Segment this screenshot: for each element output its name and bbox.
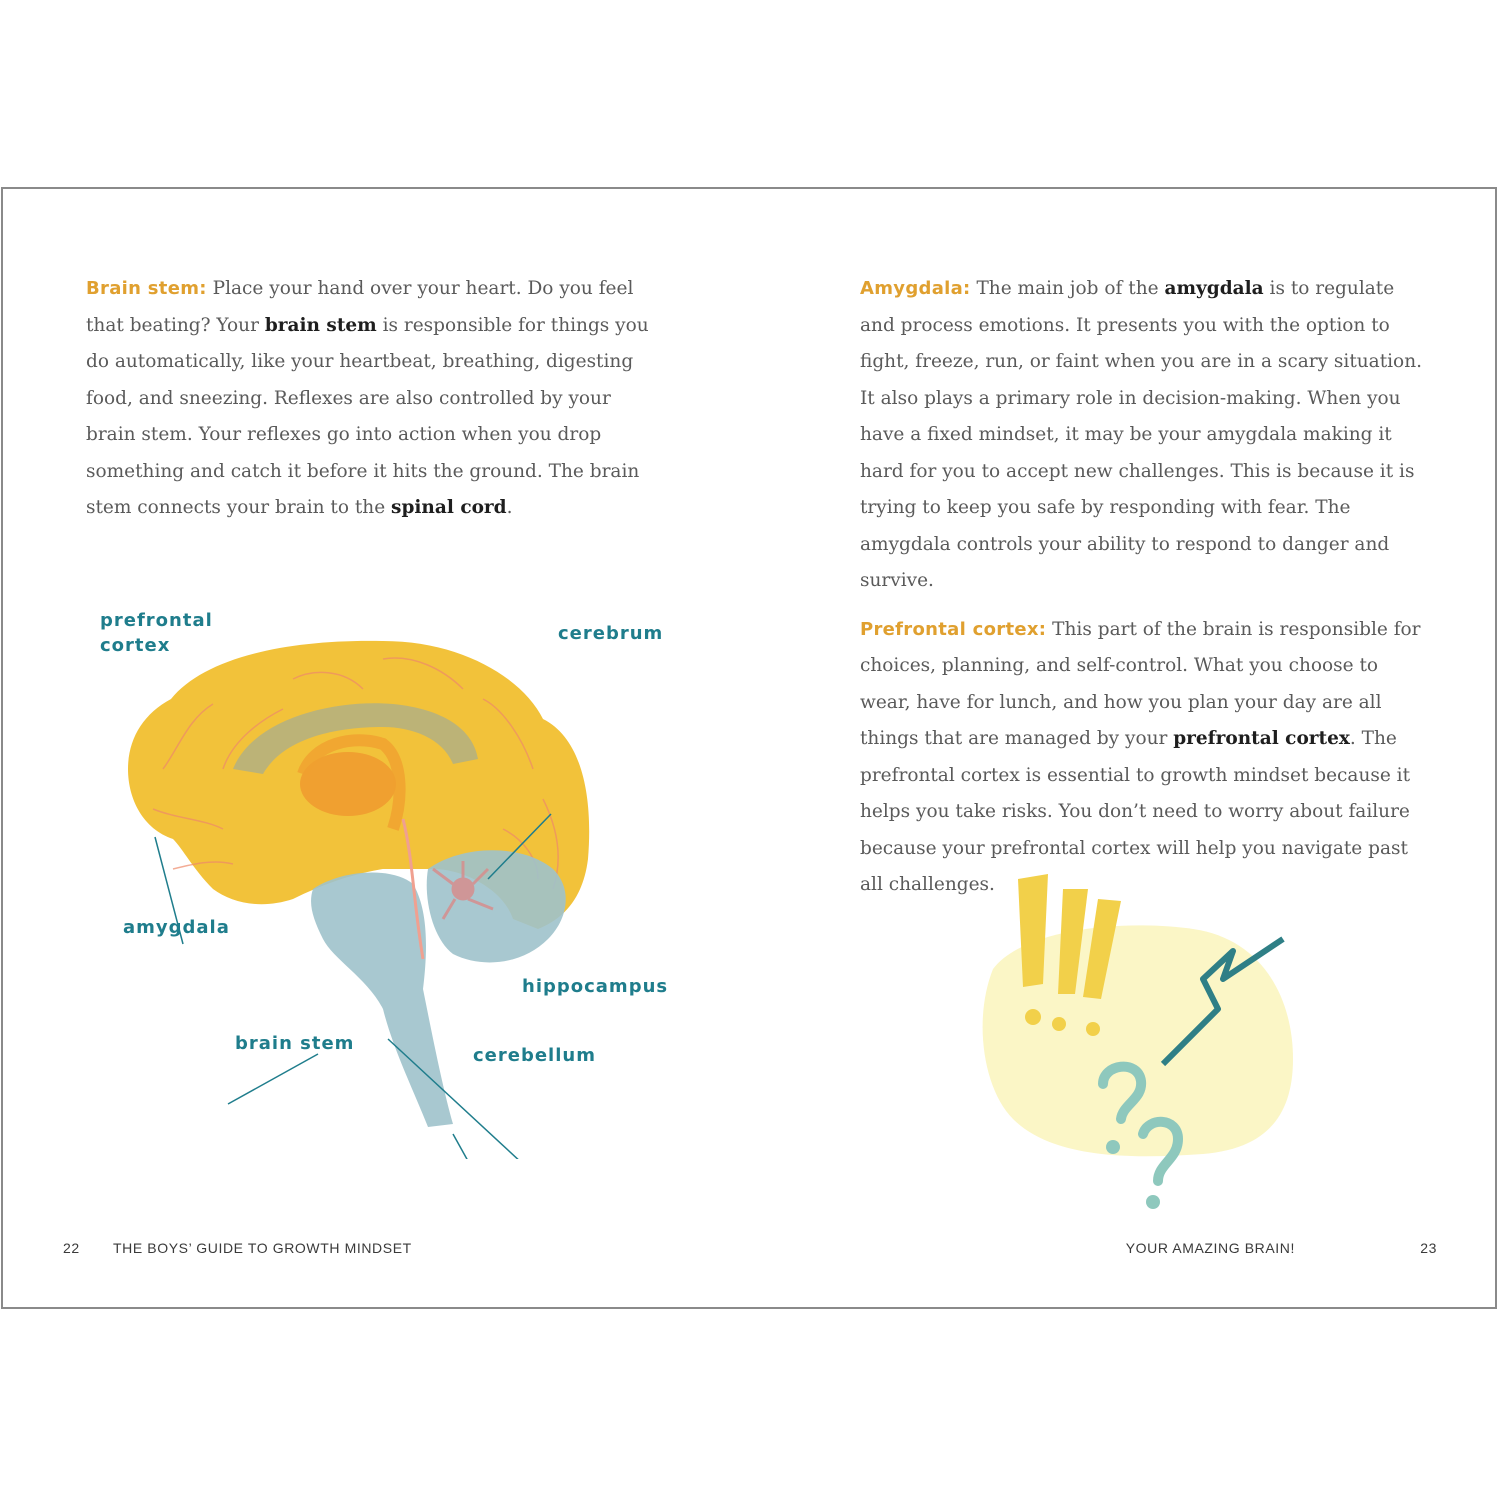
left-page-number: 22 (63, 1240, 80, 1256)
right-running-head: YOUR AMAZING BRAIN! (1125, 1240, 1295, 1256)
diagram-labels: prefrontal cortex cerebrum amygdala hipp… (100, 610, 668, 1066)
exclamation-icon (1018, 874, 1121, 1036)
bold-term: prefrontal cortex (1173, 728, 1350, 749)
term-prefrontal-cortex: Prefrontal cortex: (860, 618, 1047, 640)
bold-term: spinal cord (391, 497, 507, 518)
label-amygdala: amygdala (123, 917, 230, 938)
label-prefrontal-2: cortex (100, 635, 170, 656)
label-cerebellum: cerebellum (473, 1045, 596, 1066)
paragraph-text: Place your hand over your heart. Do you … (86, 278, 634, 336)
leader-lines (154, 813, 552, 1159)
brain-diagram (128, 640, 590, 1159)
right-page-number: 23 (1420, 1240, 1437, 1256)
brain-stem-paragraph: Brain stem: Place your hand over your he… (86, 271, 651, 527)
question-dots (1106, 1140, 1160, 1209)
prefrontal-paragraph: Prefrontal cortex: This part of the brai… (860, 612, 1425, 904)
emotion-illustration (982, 874, 1293, 1209)
label-hippocampus: hippocampus (522, 976, 668, 997)
bold-term: brain stem (264, 314, 377, 336)
left-page-text: Brain stem: Place your hand over your he… (86, 271, 651, 539)
paragraph-text: is responsible for things you do automat… (86, 314, 649, 519)
paragraph-text: . The prefrontal cortex is essential to … (860, 728, 1411, 895)
paragraph-text: is to regulate and process emotions. It … (860, 278, 1422, 591)
label-brain-stem: brain stem (235, 1033, 354, 1054)
right-page-text: Amygdala: The main job of the amygdala i… (860, 271, 1425, 916)
paragraph-text: The main job of the (970, 278, 1165, 299)
term-amygdala: Amygdala: (860, 278, 971, 299)
label-cerebrum: cerebrum (558, 623, 663, 644)
corpus-callosum (233, 703, 478, 774)
bold-term: amygdala (1164, 278, 1264, 299)
amygdala-paragraph: Amygdala: The main job of the amygdala i… (860, 271, 1425, 600)
brain-stem-shape (311, 872, 453, 1127)
label-prefrontal-1: prefrontal (100, 610, 213, 631)
left-running-head: THE BOYS’ GUIDE TO GROWTH MINDSET (113, 1240, 412, 1256)
question-mark-icon (1098, 1061, 1184, 1186)
book-spread: Brain stem: Place your hand over your he… (1, 187, 1497, 1309)
term-brain-stem: Brain stem: (86, 278, 207, 299)
nerve-line (401, 818, 425, 960)
paragraph-text: . (506, 497, 513, 518)
lightning-icon (1160, 936, 1285, 1067)
thalamus (300, 752, 396, 816)
hippocampus-shape (432, 861, 494, 920)
fornix (297, 734, 406, 831)
paragraph-text: This part of the brain is responsible fo… (860, 618, 1421, 750)
